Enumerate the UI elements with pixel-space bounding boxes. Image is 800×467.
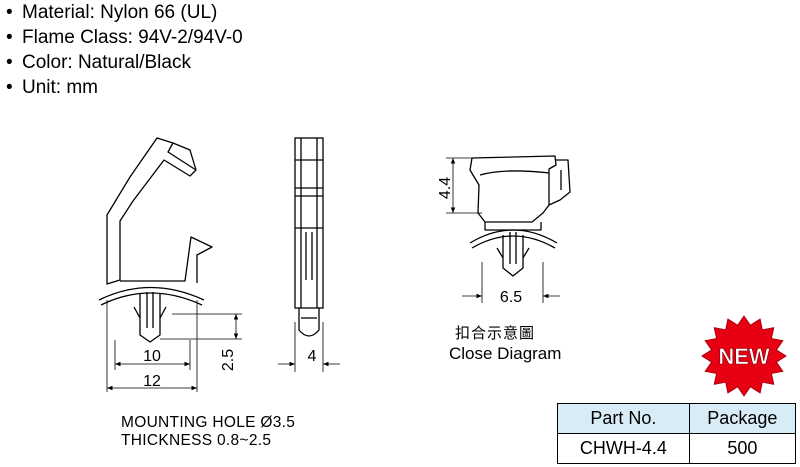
close-diagram-label: Close Diagram bbox=[449, 344, 562, 363]
new-badge-burst-shape bbox=[701, 315, 787, 397]
new-badge-text: NEW bbox=[718, 344, 770, 369]
clip-closed-view bbox=[469, 155, 571, 277]
table-header-package: Package bbox=[688, 403, 797, 434]
dim-width-outer: 12 bbox=[143, 373, 161, 390]
closed-dimensions bbox=[446, 157, 560, 303]
mounting-hole-note: MOUNTING HOLE Ø3.5 bbox=[121, 414, 296, 431]
parts-table: Part No. Package CHWH-4.4 500 bbox=[557, 403, 797, 464]
front-dimensions bbox=[106, 300, 242, 392]
side-dimensions bbox=[278, 322, 340, 372]
table-cell-package: 500 bbox=[688, 433, 797, 464]
table-header-row: Part No. Package bbox=[557, 403, 797, 434]
dim-height-stem: 2.5 bbox=[220, 349, 237, 371]
spec-list: •Material: Nylon 66 (UL) •Flame Class: 9… bbox=[6, 0, 243, 100]
dim-opening-height: 4.4 bbox=[437, 177, 454, 199]
dim-width-inner: 10 bbox=[143, 348, 161, 365]
new-badge: NEW bbox=[701, 315, 787, 397]
clip-side-view bbox=[294, 137, 324, 337]
dim-thickness-side: 4 bbox=[308, 348, 317, 365]
dim-closed-width: 6.5 bbox=[500, 289, 522, 306]
spec-item-unit: •Unit: mm bbox=[6, 77, 98, 98]
table-cell-part-no: CHWH-4.4 bbox=[557, 433, 690, 464]
close-diagram-label-cn: 扣合示意圖 bbox=[455, 324, 536, 342]
spec-item-color: •Color: Natural/Black bbox=[6, 52, 191, 73]
thickness-note: THICKNESS 0.8~2.5 bbox=[121, 432, 272, 449]
spec-item-flame-class: •Flame Class: 94V-2/94V-0 bbox=[6, 27, 243, 48]
table-header-part-no: Part No. bbox=[557, 403, 690, 434]
spec-item-material: •Material: Nylon 66 (UL) bbox=[6, 2, 218, 23]
clip-front-view bbox=[98, 137, 213, 343]
table-row: CHWH-4.4 500 bbox=[557, 433, 797, 464]
